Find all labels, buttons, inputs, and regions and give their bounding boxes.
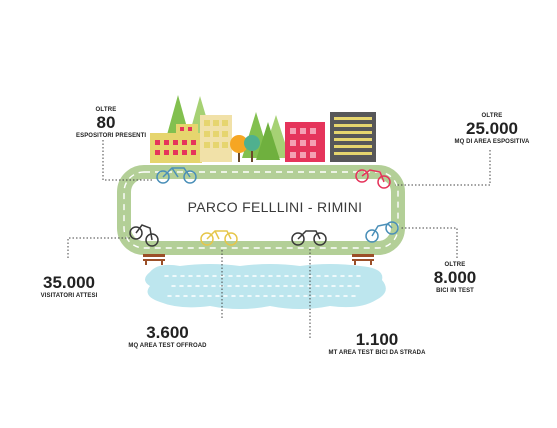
stat-prefix: OLTRE (444, 262, 466, 268)
lake (145, 264, 386, 309)
stat-prefix: OLTRE (95, 107, 117, 113)
stat-value: 3.600 (146, 323, 189, 342)
stat-prefix: OLTRE (481, 113, 503, 119)
building-yellow (150, 124, 202, 163)
bench-icon (352, 254, 374, 265)
stat-label: MT AREA TEST BICI DA STRADA (328, 350, 426, 356)
bench-icon (143, 254, 165, 265)
bike-icon (200, 230, 238, 246)
stat-area-espositiva: OLTRE 25.000 MQ DI AREA ESPOSITIVA (452, 113, 532, 145)
round-trees (230, 135, 260, 162)
stat-visitatori: 35.000 VISITATORI ATTESI (34, 273, 104, 299)
stat-label: VISITATORI ATTESI (40, 293, 98, 299)
bike-icon (355, 169, 391, 189)
connector-line (395, 150, 491, 186)
bike-track (117, 165, 405, 255)
tree-icon (256, 122, 280, 160)
bike-icon (156, 167, 197, 184)
building-gray (330, 112, 376, 162)
connector-line (400, 227, 458, 258)
stat-bici-test: OLTRE 8.000 BICI IN TEST (422, 262, 488, 294)
stat-value: 25.000 (466, 119, 518, 138)
stat-label: MQ DI AREA ESPOSITIVA (454, 139, 530, 145)
stat-label: BICI IN TEST (436, 288, 474, 294)
connector-lines (67, 140, 491, 338)
stat-offroad: 3.600 MQ AREA TEST OFFROAD (125, 323, 210, 349)
stat-label: ESPOSITORI PRESENTI (76, 133, 147, 139)
stat-strada: 1.100 MT AREA TEST BICI DA STRADA (322, 330, 432, 356)
bike-icon (129, 224, 159, 247)
stat-espositori: OLTRE 80 ESPOSITORI PRESENTI (76, 107, 147, 139)
stat-value: 8.000 (433, 268, 477, 287)
connector-line (102, 140, 152, 181)
stat-value: 35.000 (43, 273, 95, 292)
stat-value: 80 (96, 113, 116, 132)
stat-value: 1.100 (355, 330, 399, 349)
park-title: PARCO FELLLINI - RIMINI (187, 199, 363, 215)
bike-icon (365, 221, 399, 243)
bike-icon (291, 230, 327, 246)
building-beige (200, 115, 232, 162)
stat-label: MQ AREA TEST OFFROAD (128, 343, 207, 349)
building-red (285, 122, 325, 162)
